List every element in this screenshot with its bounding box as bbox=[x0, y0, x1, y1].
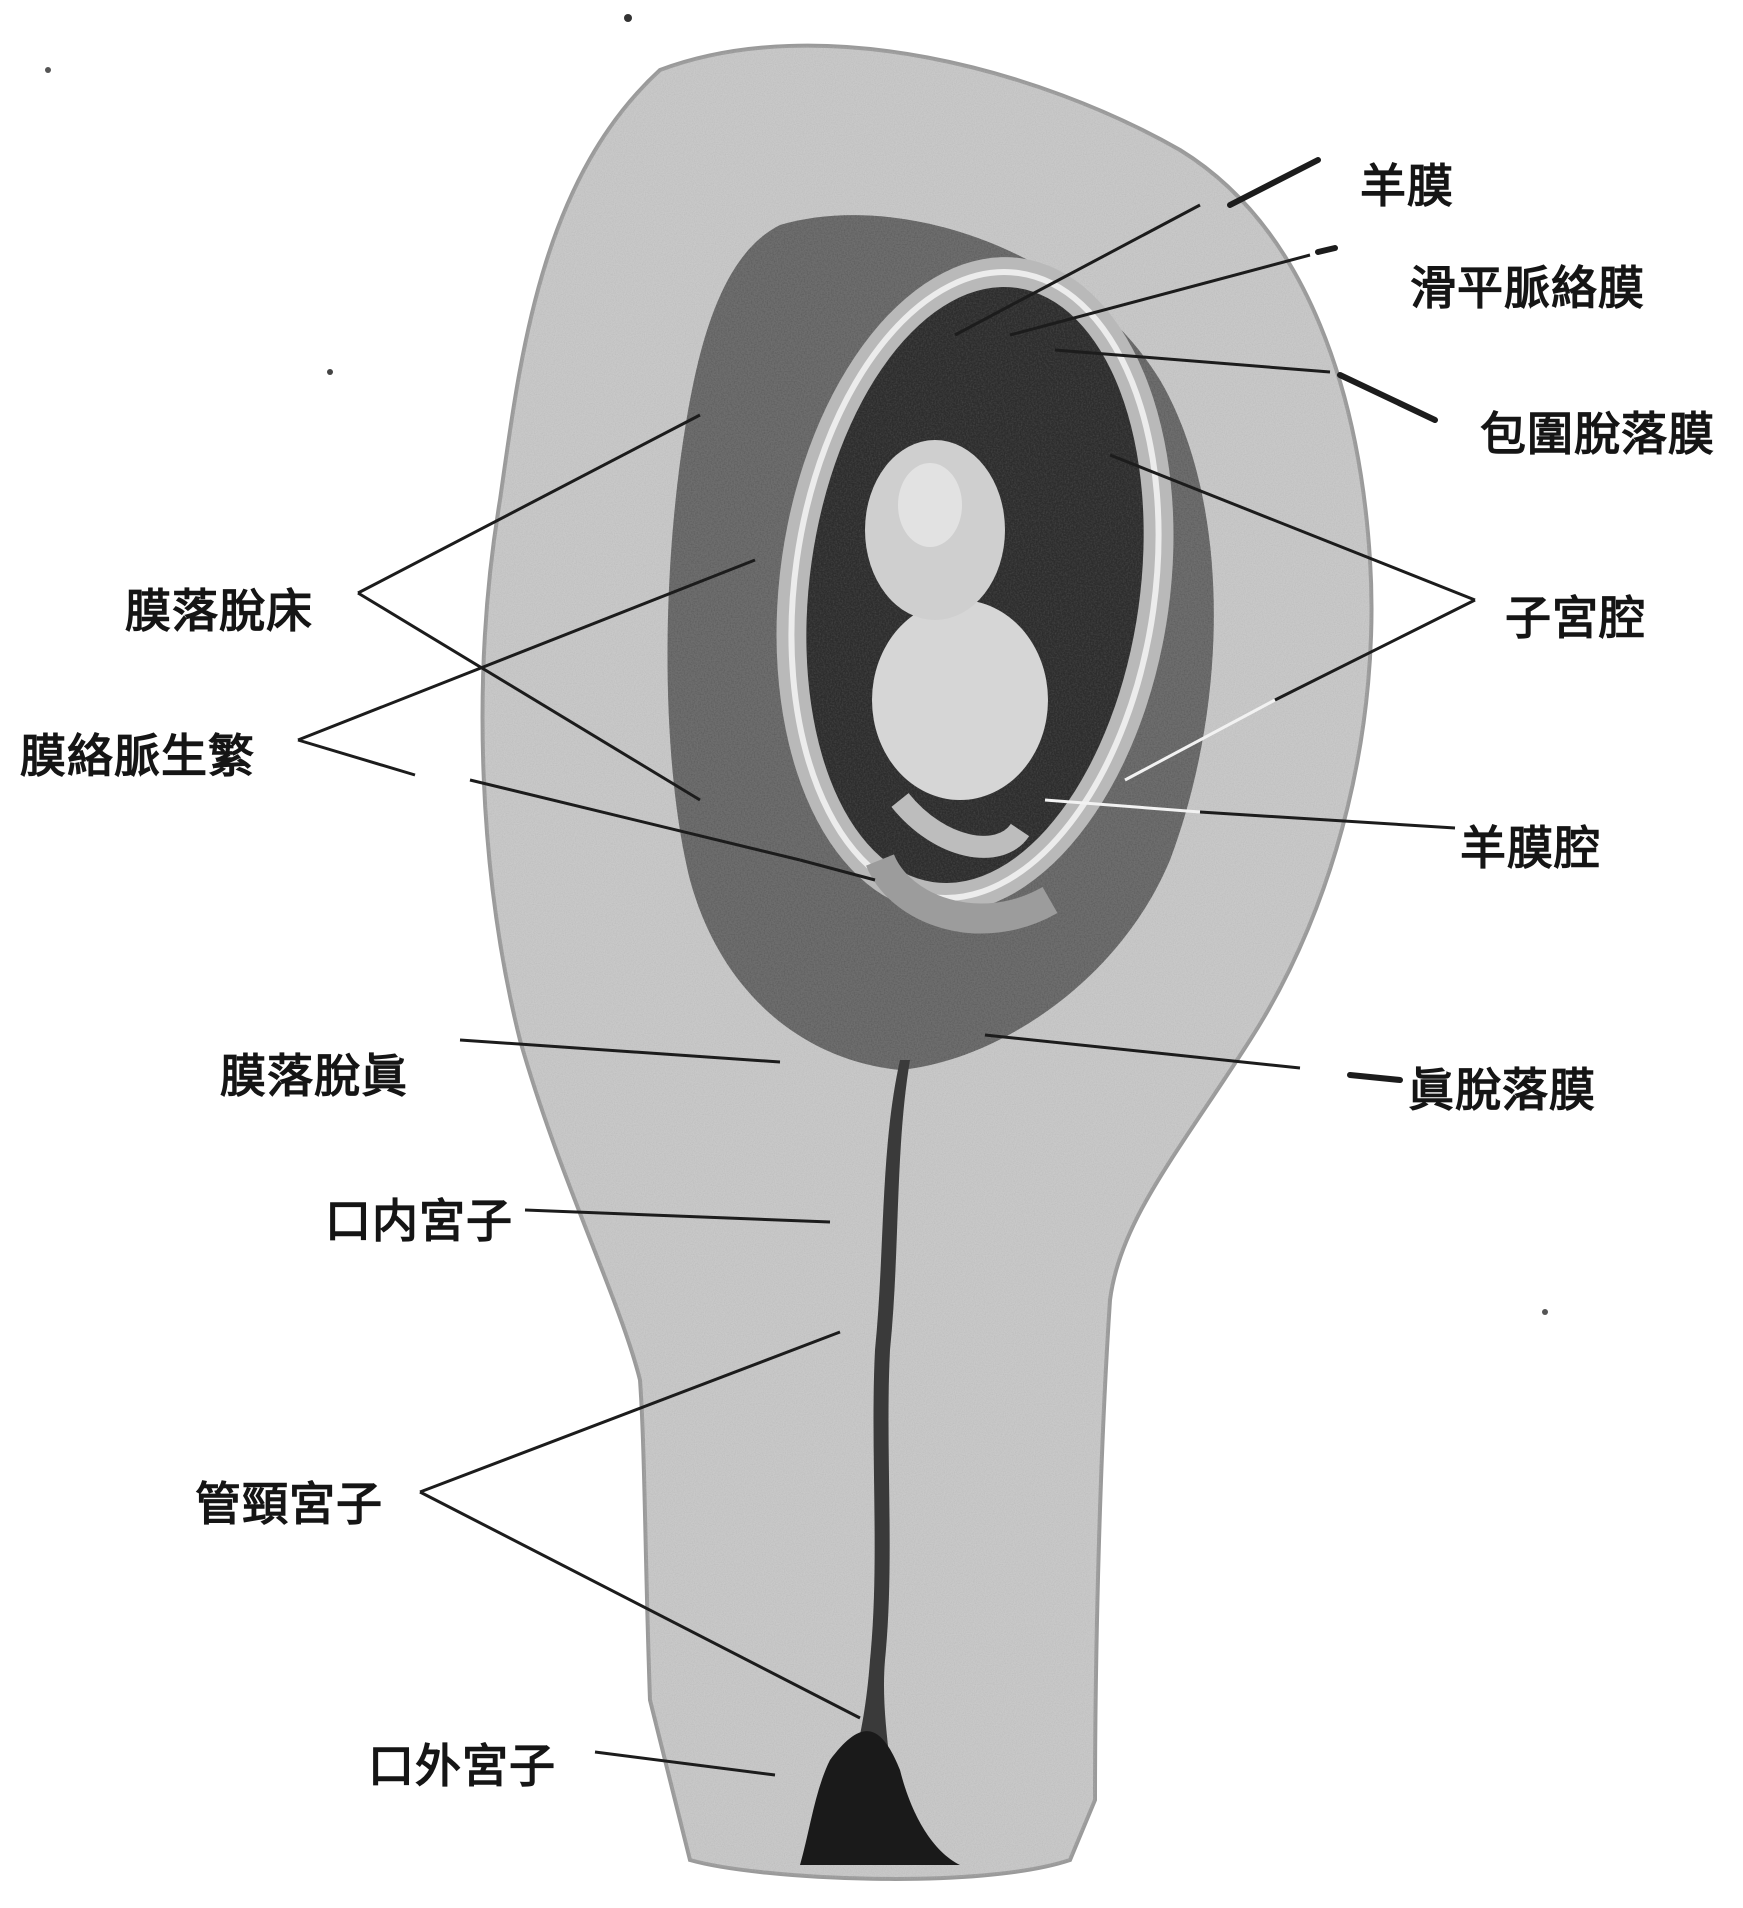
label-amnion: 羊膜 bbox=[1360, 150, 1454, 216]
label-chorion-laeve: 滑平脈絡膜 bbox=[1410, 252, 1645, 318]
label-uterine-cavity: 子宮腔 bbox=[1505, 582, 1646, 648]
label-chorion-frondosum: 膜絡脈生繁 bbox=[20, 720, 255, 786]
label-internal-os: 口内宮子 bbox=[325, 1185, 513, 1251]
label-decidua-vera-right: 眞脫落膜 bbox=[1408, 1054, 1596, 1120]
label-cervical-canal: 管頸宮子 bbox=[195, 1468, 383, 1534]
label-decidua-vera-left: 膜落脫眞 bbox=[220, 1040, 408, 1106]
label-decidua-capsularis: 包圍脫落膜 bbox=[1480, 398, 1715, 464]
label-decidua-basalis: 膜落脫床 bbox=[125, 575, 313, 641]
label-external-os: 口外宮子 bbox=[368, 1730, 556, 1796]
label-amniotic-cavity: 羊膜腔 bbox=[1460, 812, 1601, 878]
